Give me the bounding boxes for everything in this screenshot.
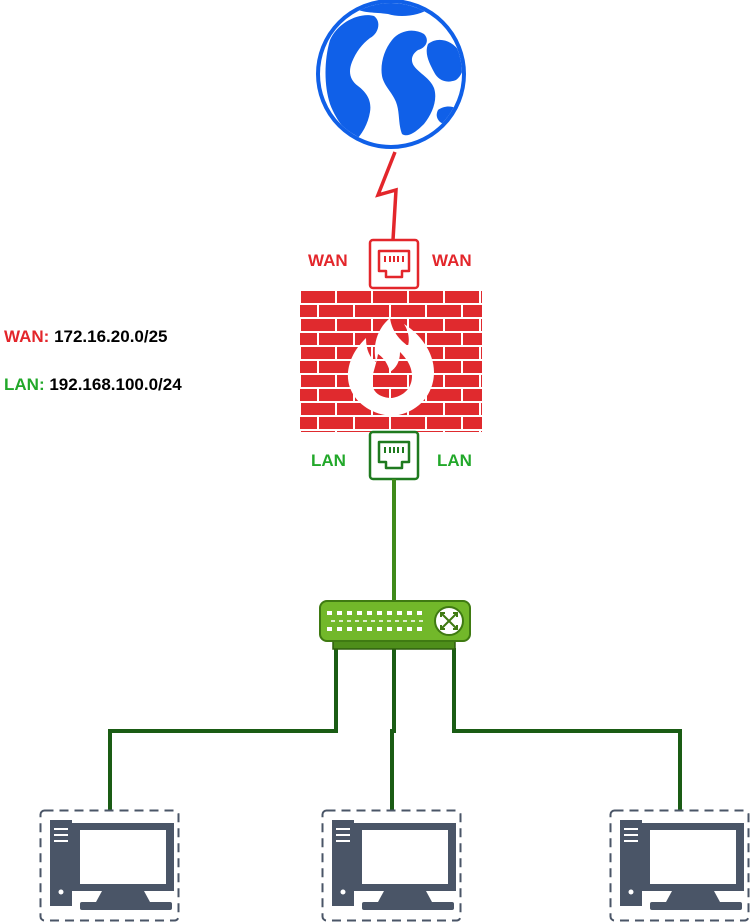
desktop-computer-icon — [620, 820, 744, 910]
lan-port-icon[interactable] — [368, 430, 420, 481]
lan-port-label-right: LAN — [437, 451, 472, 470]
lan-cables — [108, 479, 682, 810]
desktop-computer-icon — [50, 820, 174, 910]
wan-network-info: WAN: 172.16.20.0/25 — [4, 327, 168, 347]
lightning-link-icon — [375, 151, 398, 241]
lan-port-label-left: LAN — [311, 451, 346, 470]
wan-port-icon[interactable] — [368, 238, 420, 290]
globe-icon — [316, 0, 466, 149]
firewall-icon[interactable] — [300, 290, 482, 432]
wan-network-label: WAN: — [4, 327, 50, 346]
host-computer-3[interactable] — [609, 809, 750, 922]
lan-network-info: LAN: 192.168.100.0/24 — [4, 375, 182, 395]
wan-port-label-right: WAN — [432, 251, 472, 270]
wan-port-label-left: WAN — [308, 251, 348, 270]
wan-network-value: 172.16.20.0/25 — [54, 327, 168, 346]
host-computer-1[interactable] — [39, 809, 180, 922]
desktop-computer-icon — [332, 820, 456, 910]
lan-network-label: LAN: — [4, 375, 45, 394]
network-switch-icon[interactable] — [319, 600, 471, 650]
host-computer-2[interactable] — [321, 809, 462, 922]
lan-network-value: 192.168.100.0/24 — [49, 375, 182, 394]
